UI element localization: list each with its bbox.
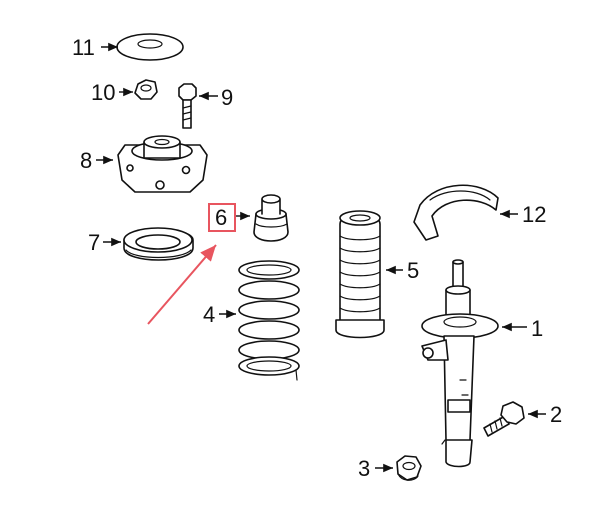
part-6-bump-stop[interactable]	[253, 194, 289, 242]
part-9-bolt[interactable]	[178, 83, 197, 129]
part-2-bolt[interactable]	[483, 401, 525, 437]
callout-9-label: 9	[221, 85, 233, 110]
callout-6-highlight-box	[208, 203, 236, 232]
callout-4-label: 4	[203, 302, 215, 327]
callout-5-label: 5	[407, 258, 419, 283]
part-5-dust-boot[interactable]	[335, 210, 385, 339]
part-11-washer[interactable]	[116, 33, 184, 61]
highlight-pointer-arrow	[147, 244, 217, 325]
part-3-nut[interactable]	[396, 455, 422, 481]
callout-7-label: 7	[88, 230, 100, 255]
part-12-spring-insulator[interactable]	[413, 184, 499, 241]
callout-10-label: 10	[91, 80, 115, 105]
part-7-spring-seat[interactable]	[123, 227, 194, 261]
callout-2-label: 2	[550, 402, 562, 427]
part-10-nut[interactable]	[134, 79, 158, 100]
callout-8-label: 8	[80, 148, 92, 173]
callout-3-label: 3	[358, 456, 370, 481]
part-8-strut-mount[interactable]	[117, 135, 208, 193]
callout-11-label: 11	[72, 35, 95, 60]
callout-12-label: 12	[522, 202, 546, 227]
part-4-coil-spring[interactable]	[238, 260, 300, 381]
callout-6-label: 6	[215, 205, 227, 230]
part-1-strut[interactable]	[421, 259, 499, 468]
callout-1-label: 1	[531, 316, 543, 341]
